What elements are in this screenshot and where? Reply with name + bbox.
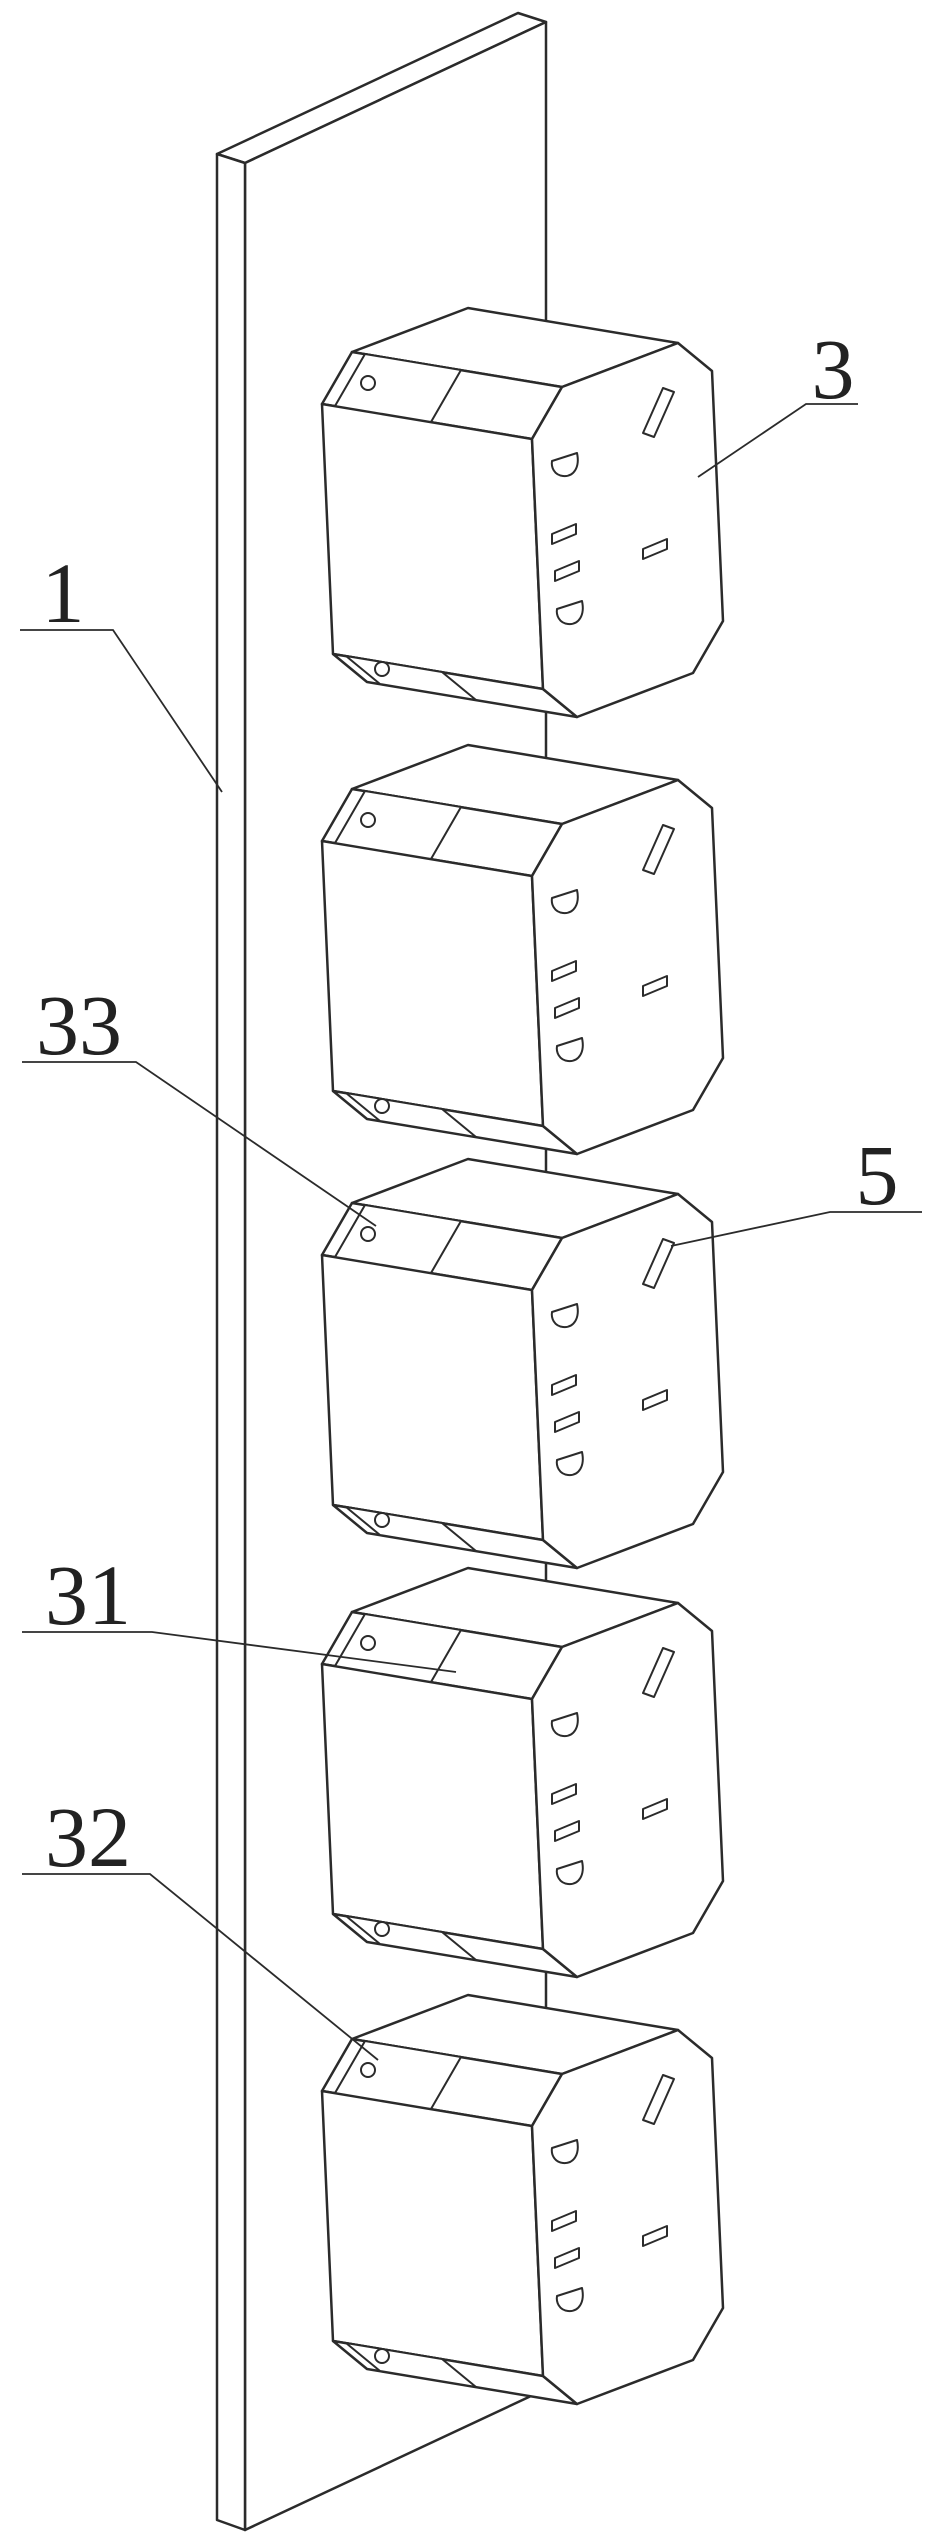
socket-block-4 (320, 1566, 725, 1979)
leader-line-3 (697, 403, 858, 478)
leader-line-31 (22, 1631, 457, 1673)
socket-block-3 (320, 1157, 725, 1570)
ref-label-5: 5 (856, 1127, 899, 1223)
socket-block-2 (320, 743, 725, 1156)
leader-line-32 (22, 1873, 379, 2061)
leader-line-33 (22, 1061, 377, 1227)
leader-line-1 (20, 629, 223, 793)
socket-block-5 (320, 1993, 725, 2406)
socket-block-1 (320, 306, 725, 719)
ref-label-33: 33 (36, 977, 122, 1073)
ref-label-32: 32 (45, 1789, 131, 1885)
panel-left-side (215, 152, 247, 2532)
ref-label-1: 1 (42, 545, 85, 641)
leader-line-5 (670, 1211, 922, 1247)
ref-label-3: 3 (812, 321, 855, 417)
ref-label-31: 31 (45, 1547, 131, 1643)
